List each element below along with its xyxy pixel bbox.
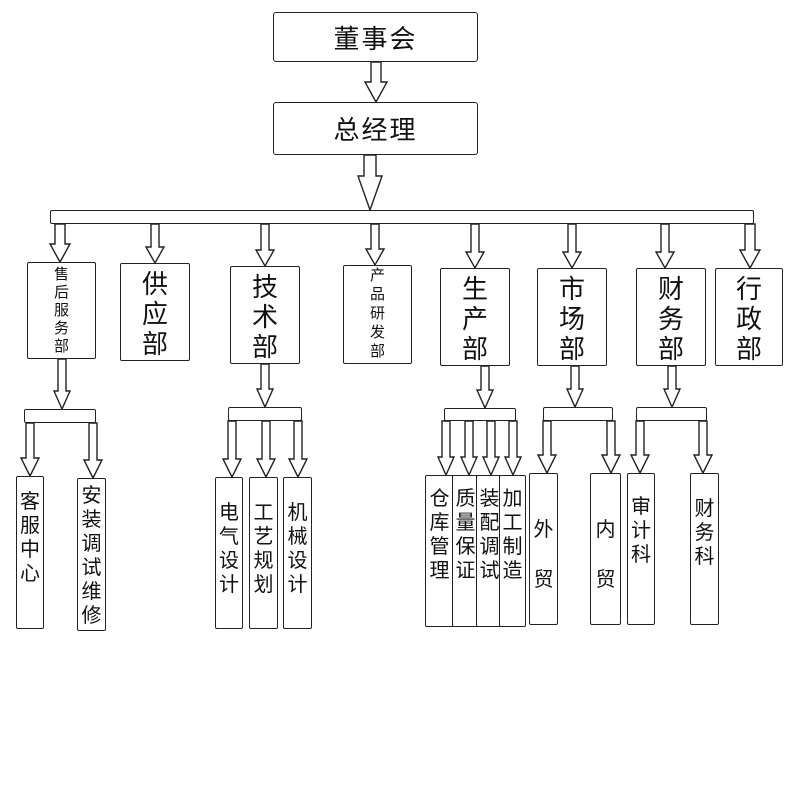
sub-box-audit: 审计科 (627, 473, 655, 625)
arrow-finance-to-bar (662, 365, 682, 409)
dept-label-supply: 供应部 (141, 270, 168, 360)
arrow-to-accounting (692, 420, 714, 475)
dept-box-administration: 行政部 (715, 268, 783, 366)
arrow-to-domestic-trade (600, 420, 622, 475)
arrow-to-after-sales (48, 223, 72, 264)
sub-label-machining: 加工制造 (502, 486, 523, 582)
sub-label-warehouse: 仓库管理 (429, 486, 450, 582)
sub-box-assembly-testing: 装配调试 (476, 475, 503, 627)
arrow-to-assembly-testing (481, 420, 501, 477)
production-sub-bar (444, 408, 516, 421)
arrow-to-machining (503, 420, 523, 477)
general-manager-label: 总经理 (333, 116, 418, 146)
arrow-to-audit (629, 420, 651, 475)
dept-label-product-rd: 产品研发部 (369, 266, 385, 360)
sub-label-assembly-testing: 装配调试 (479, 486, 500, 582)
arrow-after-sales-to-bar (52, 358, 72, 411)
arrow-to-marketing (561, 223, 583, 270)
arrow-to-finance (654, 223, 676, 270)
sub-label-quality-assurance: 质量保证 (455, 486, 476, 582)
arrow-gm-to-bus (357, 154, 383, 213)
after-sales-sub-bar (24, 409, 96, 423)
technology-sub-bar (228, 407, 302, 421)
dept-label-administration: 行政部 (735, 275, 762, 365)
arrow-to-install-maintenance (82, 422, 104, 480)
sub-box-foreign-trade: 外贸 (529, 473, 558, 625)
sub-box-customer-service: 客服中心 (16, 476, 44, 629)
arrow-to-mechanical-design (287, 420, 309, 479)
dept-box-after-sales: 售后服务部 (27, 262, 96, 359)
sub-box-install-maintenance: 安装调试维修 (77, 478, 106, 631)
sub-box-process-planning: 工艺规划 (249, 477, 278, 629)
sub-label-audit: 审计科 (631, 494, 651, 566)
arrow-to-process-planning (255, 420, 277, 479)
sub-box-electrical-design: 电气设计 (215, 477, 243, 629)
sub-box-domestic-trade: 内贸 (590, 473, 621, 625)
arrow-to-production (464, 223, 486, 270)
sub-box-warehouse: 仓库管理 (425, 475, 454, 627)
arrow-to-product-rd (364, 223, 386, 267)
dept-box-technology: 技术部 (230, 266, 300, 364)
dept-box-finance: 财务部 (636, 268, 706, 366)
sub-label-foreign-trade: 外贸 (533, 517, 554, 591)
sub-label-domestic-trade: 内贸 (595, 517, 616, 591)
arrow-board-to-gm (363, 61, 389, 104)
finance-sub-bar (636, 407, 707, 421)
sub-box-machining: 加工制造 (499, 475, 526, 627)
general-manager-box: 总经理 (273, 102, 478, 155)
dept-label-after-sales: 售后服务部 (53, 265, 69, 355)
arrow-production-to-bar (475, 365, 495, 410)
sub-label-customer-service: 客服中心 (20, 489, 40, 585)
sub-label-electrical-design: 电气设计 (219, 500, 239, 596)
arrow-to-technology (254, 223, 276, 268)
dept-label-technology: 技术部 (251, 273, 278, 363)
arrow-to-electrical-design (221, 420, 243, 479)
dept-box-product-rd: 产品研发部 (343, 265, 412, 364)
sub-box-accounting: 财务科 (690, 473, 719, 625)
marketing-sub-bar (543, 407, 613, 421)
dept-label-marketing: 市场部 (558, 275, 585, 365)
arrow-to-administration (738, 223, 762, 270)
arrow-to-supply (144, 223, 166, 265)
dept-box-production: 生产部 (440, 268, 510, 366)
dept-label-production: 生产部 (461, 275, 488, 365)
arrow-to-customer-service (19, 422, 41, 478)
sub-label-process-planning: 工艺规划 (253, 500, 274, 596)
dept-box-marketing: 市场部 (537, 268, 607, 366)
sub-label-install-maintenance: 安装调试维修 (81, 483, 102, 627)
board-box: 董事会 (273, 12, 478, 62)
dept-label-finance: 财务部 (657, 275, 684, 365)
arrow-marketing-to-bar (565, 365, 585, 409)
arrow-to-foreign-trade (536, 420, 558, 475)
arrow-to-quality-assurance (459, 420, 479, 477)
sub-box-quality-assurance: 质量保证 (452, 475, 479, 627)
sub-box-mechanical-design: 机械设计 (283, 477, 312, 629)
dept-box-supply: 供应部 (120, 263, 190, 361)
board-label: 董事会 (333, 24, 418, 55)
arrow-to-warehouse (436, 420, 456, 477)
arrow-technology-to-bar (255, 363, 275, 409)
sub-label-mechanical-design: 机械设计 (287, 500, 308, 596)
sub-label-accounting: 财务科 (694, 496, 715, 568)
department-bus-bar (50, 210, 754, 224)
